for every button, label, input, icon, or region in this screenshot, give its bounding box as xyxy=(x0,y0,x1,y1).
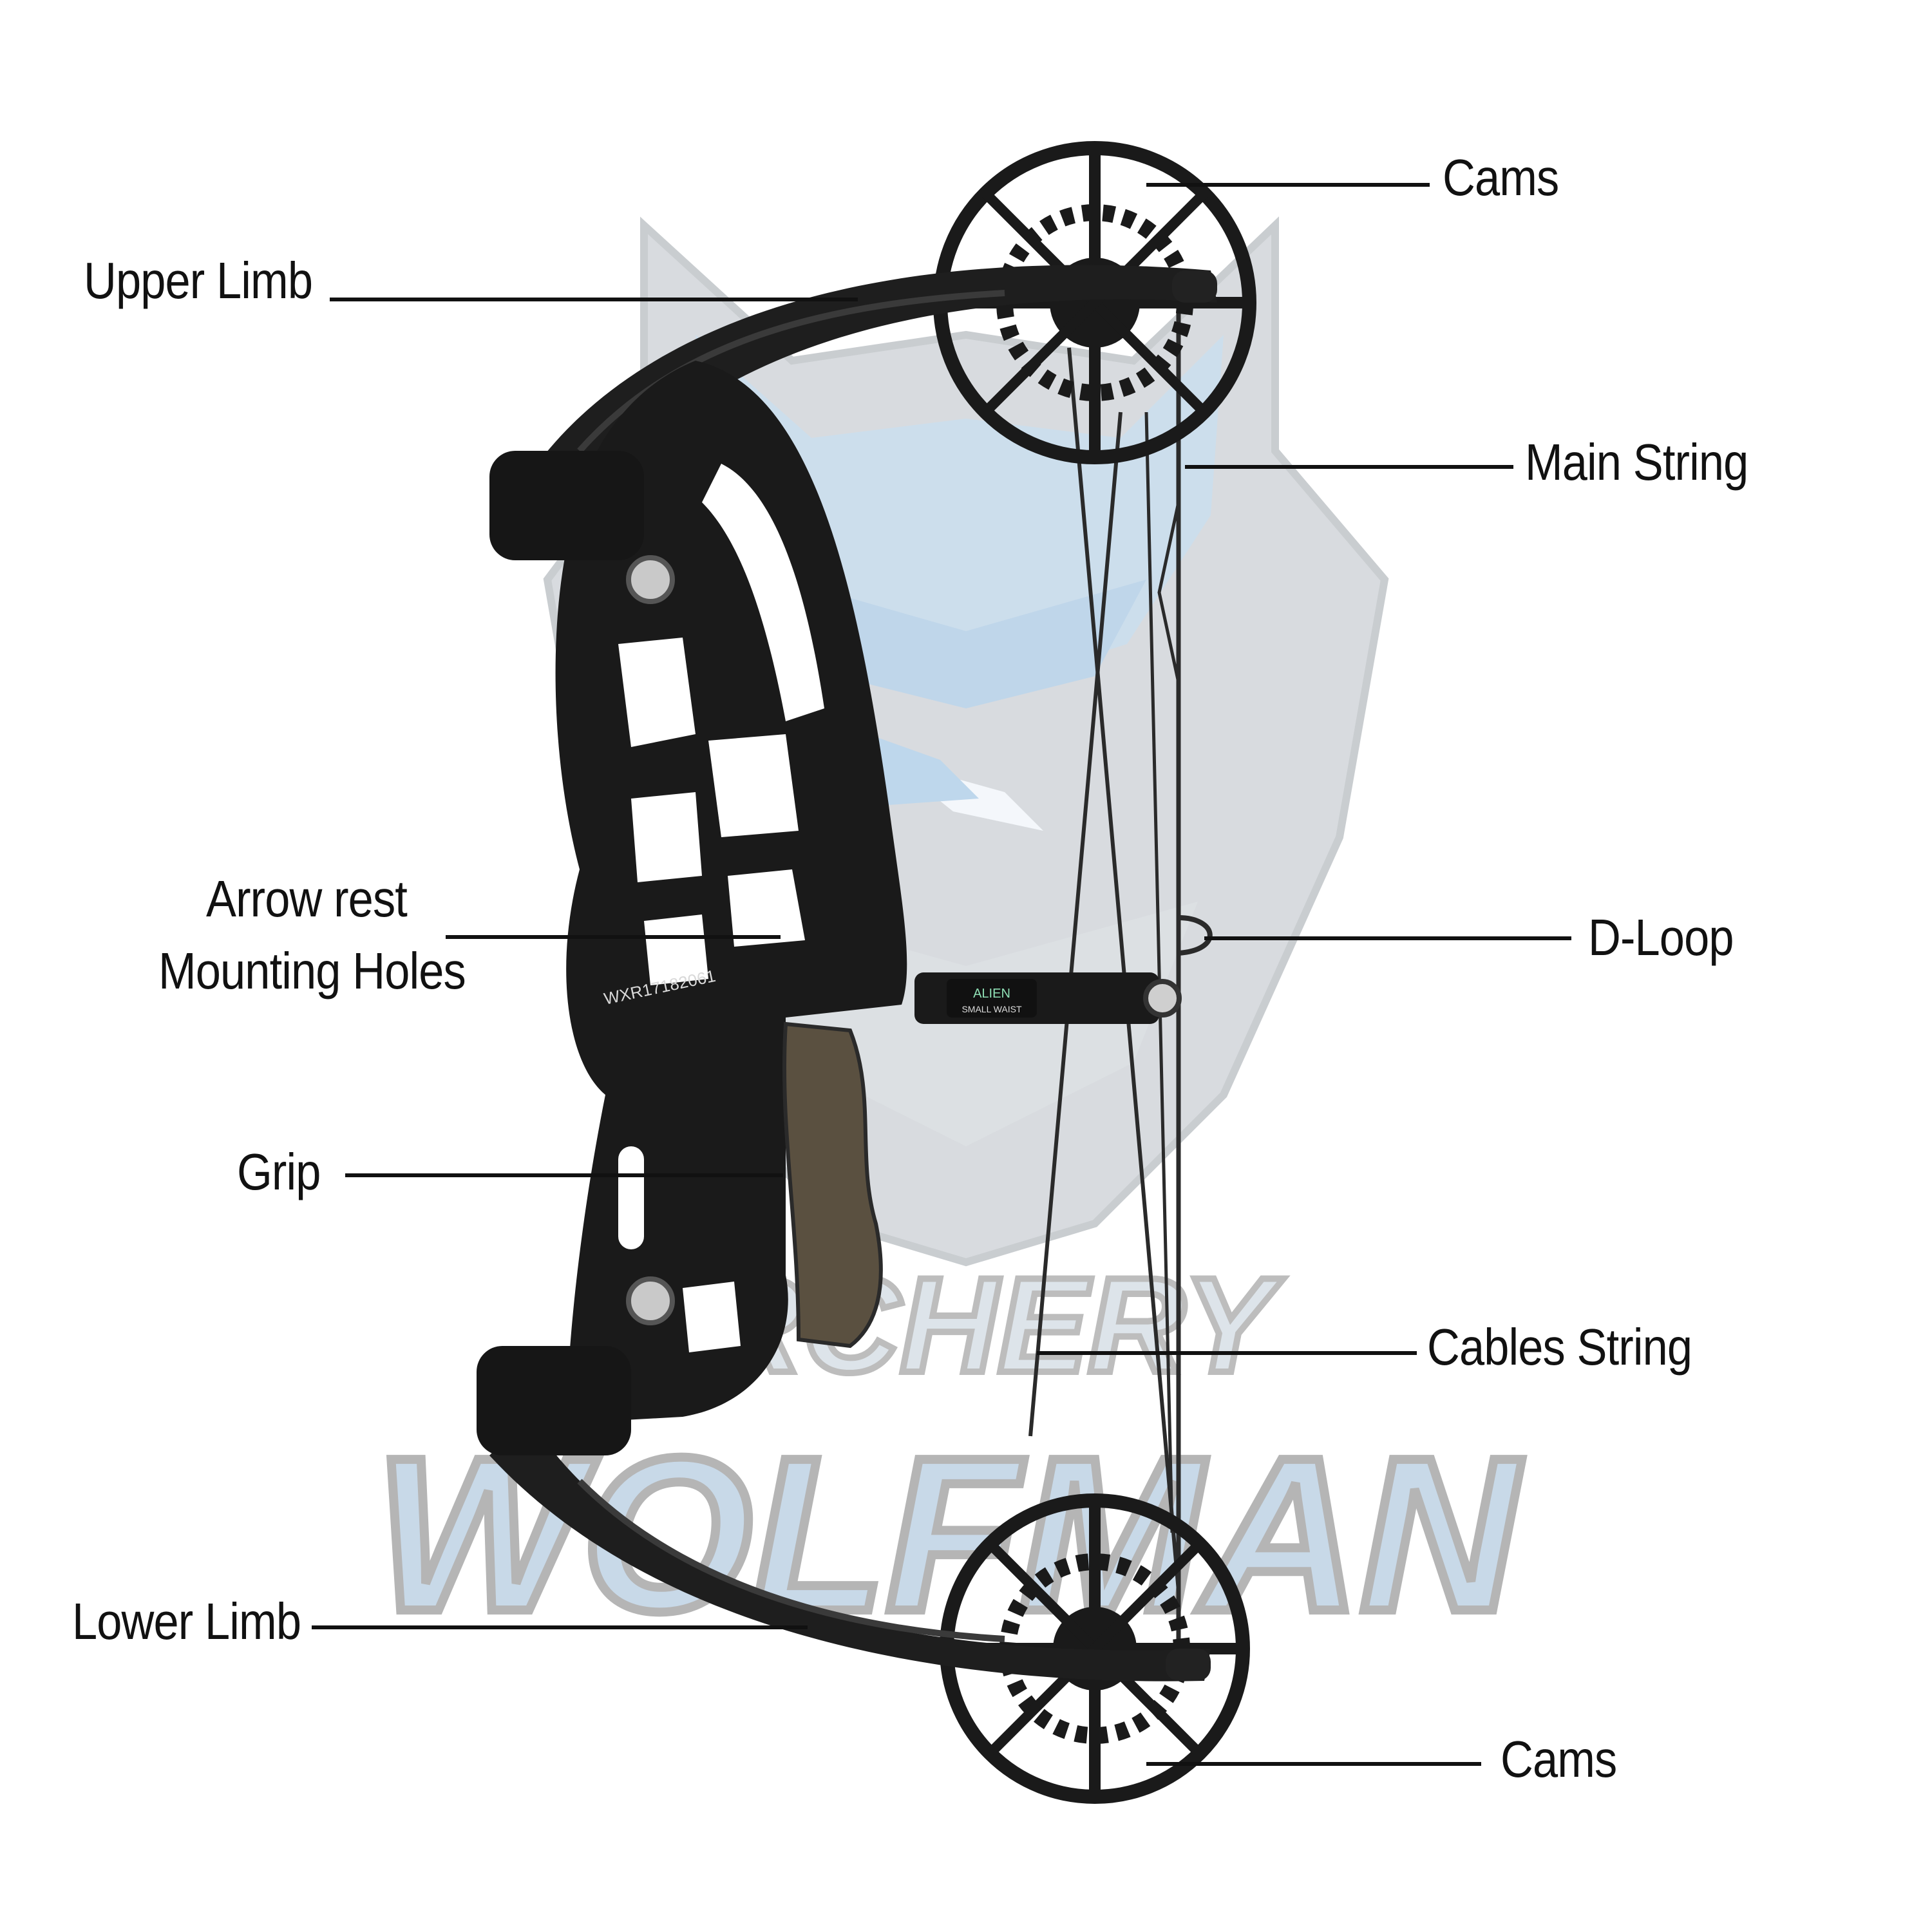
label-arrow-rest-line2: Mounting Holes xyxy=(158,942,466,999)
leader-cams-top xyxy=(1146,183,1430,187)
label-cables-string: Cables String xyxy=(1427,1318,1692,1376)
leader-d-loop xyxy=(1204,936,1571,940)
leader-grip xyxy=(345,1173,783,1177)
cable-string-b xyxy=(1067,347,1180,1591)
d-loop xyxy=(1178,915,1213,956)
label-lower-limb: Lower Limb xyxy=(72,1593,301,1650)
leader-cables-string xyxy=(1037,1351,1417,1355)
cable-string-a xyxy=(1028,412,1122,1437)
leader-upper-limb xyxy=(330,298,858,301)
label-d-loop: D-Loop xyxy=(1588,909,1734,966)
leader-lower-limb xyxy=(312,1625,808,1629)
riser xyxy=(555,361,907,1423)
string-serving xyxy=(1157,502,1180,683)
plate-brand: ALIEN xyxy=(973,987,1010,1001)
label-grip: Grip xyxy=(237,1143,321,1200)
plate-text: SMALL WAIST xyxy=(961,1004,1022,1014)
cable-string-c xyxy=(1144,412,1174,1533)
lower-limb xyxy=(489,1417,1211,1681)
label-arrow-rest-line1: Arrow rest xyxy=(206,870,408,927)
leader-cams-bottom xyxy=(1146,1762,1481,1766)
bow-strings xyxy=(1028,270,1213,1649)
rest-mount-plate: ALIEN SMALL WAIST xyxy=(914,972,1182,1024)
limb-bolts xyxy=(477,451,675,1455)
label-cams-top: Cams xyxy=(1443,149,1559,206)
label-main-string: Main String xyxy=(1525,433,1748,491)
label-cams-bottom: Cams xyxy=(1501,1730,1617,1788)
leader-main-string xyxy=(1185,465,1513,469)
riser-cutouts xyxy=(618,464,824,1352)
label-upper-limb: Upper Limb xyxy=(84,252,313,309)
grip xyxy=(782,1021,883,1349)
leader-arrow-rest xyxy=(446,935,781,939)
